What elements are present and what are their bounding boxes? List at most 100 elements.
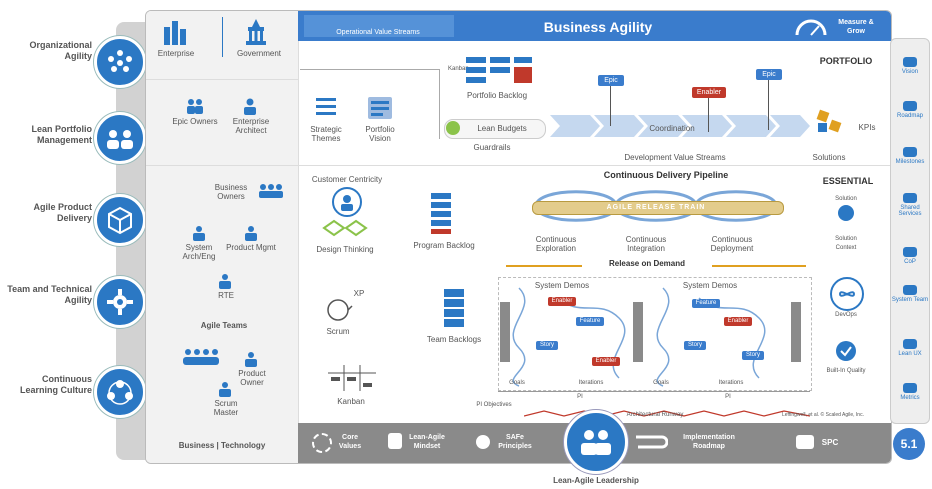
apd-icon[interactable] bbox=[94, 194, 146, 246]
safe-framework: Enterprise Government Epic Owners Enterp… bbox=[145, 10, 892, 464]
mindset-label[interactable]: Lean-Agile Mindset bbox=[409, 434, 445, 450]
built-in-quality-icon bbox=[836, 341, 856, 361]
release-on-demand-label: Release on Demand bbox=[582, 259, 712, 268]
dvs-label: Development Value Streams bbox=[624, 153, 726, 162]
story-tag-2: Story bbox=[684, 341, 706, 350]
enabler-tag-pi: Enabler bbox=[548, 297, 576, 306]
competency-label-lpm[interactable]: Lean Portfolio Management bbox=[31, 124, 93, 145]
measure-grow-label: Measure & Grow bbox=[838, 19, 874, 35]
palette-item-shared-services[interactable]: Shared Services bbox=[891, 193, 929, 217]
shared-services-icon bbox=[903, 193, 917, 203]
gauge-icon bbox=[794, 18, 828, 36]
palette-item-metrics[interactable]: Metrics bbox=[891, 383, 929, 401]
feature-tag-2: Feature bbox=[692, 299, 720, 308]
palette-item-system-team[interactable]: System Team bbox=[891, 285, 929, 303]
portfolio-vision-icon bbox=[366, 95, 394, 121]
customer-centricity-label: Customer Centricity bbox=[311, 175, 383, 184]
government-label: Government bbox=[236, 49, 282, 58]
palette-item-cop[interactable]: CoP bbox=[891, 247, 929, 265]
epic-tag-2: Epic bbox=[756, 69, 782, 80]
solutions-label: Solutions bbox=[812, 153, 846, 162]
runway-label: Architectural Runway bbox=[626, 412, 684, 418]
enabler-tag-pi-3: Enabler bbox=[724, 317, 752, 326]
strategic-themes-icon bbox=[314, 95, 338, 121]
lpm-icon[interactable] bbox=[94, 112, 146, 164]
core-values-icon[interactable] bbox=[312, 433, 332, 453]
portfolio-vision-label: Portfolio Vision bbox=[365, 125, 395, 143]
deployment-label: Continuous Deployment bbox=[710, 235, 754, 253]
government-icon bbox=[242, 17, 270, 45]
org-agility-icon[interactable] bbox=[94, 36, 146, 88]
strategic-themes-label: Strategic Themes bbox=[310, 125, 342, 143]
roadmap-label[interactable]: Implementation Roadmap bbox=[683, 434, 735, 450]
agile-teams-label: Agile Teams bbox=[200, 321, 248, 330]
competency-label-organizational-agility[interactable]: Organizational Agility bbox=[29, 40, 92, 61]
palette-label: Lean UX bbox=[898, 351, 922, 357]
system-arch-label: System Arch/Eng bbox=[182, 243, 216, 261]
clc-icon[interactable] bbox=[94, 366, 146, 418]
pi-label: PI bbox=[577, 394, 583, 400]
core-values-label[interactable]: Core Values bbox=[338, 434, 362, 450]
business-technology-label: Business | Technology bbox=[178, 441, 266, 450]
divider bbox=[146, 79, 298, 80]
design-thinking-label: Design Thinking bbox=[316, 245, 374, 254]
enabler-tag: Enabler bbox=[692, 87, 726, 98]
roadmap-icon[interactable] bbox=[634, 433, 669, 451]
solution-context-label: Solution Context bbox=[835, 236, 857, 251]
product-mgmt-label: Product Mgmt bbox=[226, 243, 276, 252]
competency-label-tta[interactable]: Team and Technical Agility bbox=[7, 284, 92, 305]
epic-pole bbox=[610, 86, 611, 126]
story-tag-3: Story bbox=[742, 351, 764, 360]
cop-icon bbox=[903, 247, 917, 257]
palette-label: Vision bbox=[901, 69, 919, 75]
palette-item-vision[interactable]: Vision bbox=[891, 57, 929, 75]
mindset-icon[interactable] bbox=[388, 433, 402, 449]
art-bar bbox=[532, 201, 784, 215]
solution-label: Solution bbox=[835, 196, 857, 202]
spc-icon[interactable] bbox=[796, 435, 814, 449]
enterprise-architect-label: Enterprise Architect bbox=[232, 117, 270, 135]
divider bbox=[298, 165, 891, 166]
leadership-icon[interactable] bbox=[564, 410, 628, 474]
design-thinking-icon bbox=[322, 219, 368, 237]
rte-label: RTE bbox=[218, 291, 234, 300]
ovs-block bbox=[304, 15, 454, 37]
feature-tag: Feature bbox=[576, 317, 604, 326]
tta-icon[interactable] bbox=[94, 276, 146, 328]
program-backlog-label: Program Backlog bbox=[413, 241, 475, 250]
portfolio-backlog-label: Portfolio Backlog bbox=[466, 91, 528, 100]
guardrails-label: Guardrails bbox=[473, 143, 511, 152]
team-kanban-icon bbox=[326, 363, 378, 393]
competency-label-clc[interactable]: Continuous Learning Culture bbox=[19, 374, 92, 395]
xp-label: XP bbox=[353, 289, 365, 298]
competency-label-apd[interactable]: Agile Product Delivery bbox=[33, 202, 92, 223]
system-arch-icon bbox=[192, 225, 206, 241]
palette-item-roadmap[interactable]: Roadmap bbox=[891, 101, 929, 119]
roles-column: Enterprise Government Epic Owners Enterp… bbox=[146, 11, 299, 463]
palette-label: CoP bbox=[904, 259, 916, 265]
rte-icon bbox=[218, 273, 232, 289]
divider bbox=[222, 17, 223, 57]
goals-label: Goals bbox=[509, 380, 525, 386]
connector-line bbox=[439, 69, 440, 139]
enterprise-icon bbox=[162, 17, 188, 45]
lean-budgets-label: Lean Budgets bbox=[477, 124, 527, 133]
cdp-title: Continuous Delivery Pipeline bbox=[603, 170, 729, 180]
system-team-icon bbox=[903, 285, 917, 295]
business-agility-bar: Operational Value Streams Business Agili… bbox=[298, 11, 891, 41]
palette-item-milestones[interactable]: Milestones bbox=[891, 147, 929, 165]
solution-icon bbox=[838, 205, 854, 221]
version-badge[interactable]: 5.1 bbox=[893, 428, 925, 460]
scrum-master-label: Scrum Master bbox=[213, 399, 239, 417]
integration-label: Continuous Integration bbox=[625, 235, 667, 253]
runway-line bbox=[523, 405, 811, 417]
pi-axis bbox=[498, 391, 810, 392]
pi-label-2: PI bbox=[725, 394, 731, 400]
spc-label[interactable]: SPC bbox=[821, 438, 839, 447]
principles-icon[interactable] bbox=[476, 435, 490, 449]
business-owners-icon bbox=[258, 183, 284, 199]
palette-item-lean-ux[interactable]: Lean UX bbox=[891, 339, 929, 357]
principles-label[interactable]: SAFe Principles bbox=[498, 434, 532, 450]
devops-label: DevOps bbox=[835, 312, 857, 318]
development-value-streams bbox=[550, 113, 810, 139]
